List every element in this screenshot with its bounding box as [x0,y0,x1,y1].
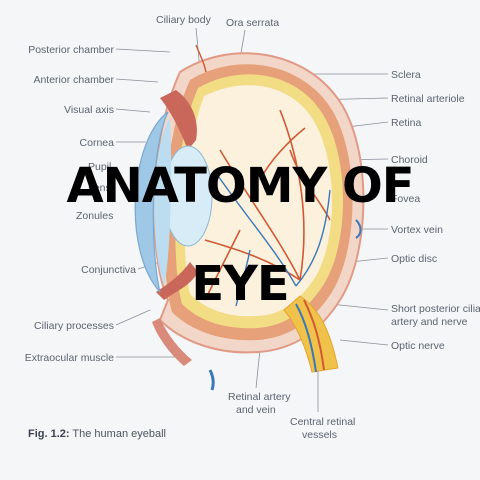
central-retinal-vein [295,303,317,373]
cornea-shape [134,111,169,293]
label-fovea: Fovea [391,193,421,205]
label-extraocular-muscle: Extraocular muscle [24,352,114,364]
vortex-vein-shape [355,219,362,239]
ciliary-processes-shape [156,262,198,300]
label-ora-serrata: Ora serrata [226,17,280,29]
label-posterior-chamber: Posterior chamber [28,44,114,56]
label-short-posterior-ciliary-line1: Short posterior ciliary [391,303,480,315]
optic-nerve-shape [283,295,339,373]
label-cornea: Cornea [79,137,114,149]
title-line-2: EYE [191,256,289,312]
label-central-retinal-line2: vessels [302,429,338,441]
label-ciliary-processes: Ciliary processes [34,320,114,332]
ciliary-artery-stub [195,44,207,73]
label-optic-disc: Optic disc [391,253,438,265]
extraocular-muscle-shape [152,318,192,366]
label-ciliary-body: Ciliary body [156,14,211,26]
central-retinal-artery [303,299,325,371]
label-retina: Retina [391,117,422,129]
label-lens: Lens [88,182,111,194]
label-short-posterior-ciliary-line2: artery and nerve [391,316,468,328]
label-vortex-vein: Vortex vein [391,224,443,236]
anterior-chamber-shape [154,118,172,286]
figure-number: Fig. 1.2: [28,428,70,440]
label-choroid: Choroid [391,154,428,166]
figure-caption: Fig. 1.2: The human eyeball [28,428,166,440]
label-sclera: Sclera [391,69,421,81]
vein-stub [208,369,215,391]
label-retinal-arteriole: Retinal arteriole [391,93,465,105]
label-conjunctiva: Conjunctiva [81,264,136,276]
label-retinal-artery-line2: and vein [236,404,276,416]
label-central-retinal-line1: Central retinal [290,416,356,428]
ciliary-body-shape [160,90,197,150]
label-retinal-artery-line1: Retinal artery [228,391,291,403]
retinal-veins [213,169,331,307]
figure-caption-text: The human eyeball [72,428,166,440]
label-optic-nerve: Optic nerve [391,340,445,352]
label-pupil: Pupil [88,161,112,173]
label-zonules: Zonules [76,210,114,222]
label-visual-axis: Visual axis [64,104,114,116]
vitreous-shape [184,85,333,317]
title-line-1: ANATOMY OF [66,158,414,214]
label-anterior-chamber: Anterior chamber [33,74,114,86]
